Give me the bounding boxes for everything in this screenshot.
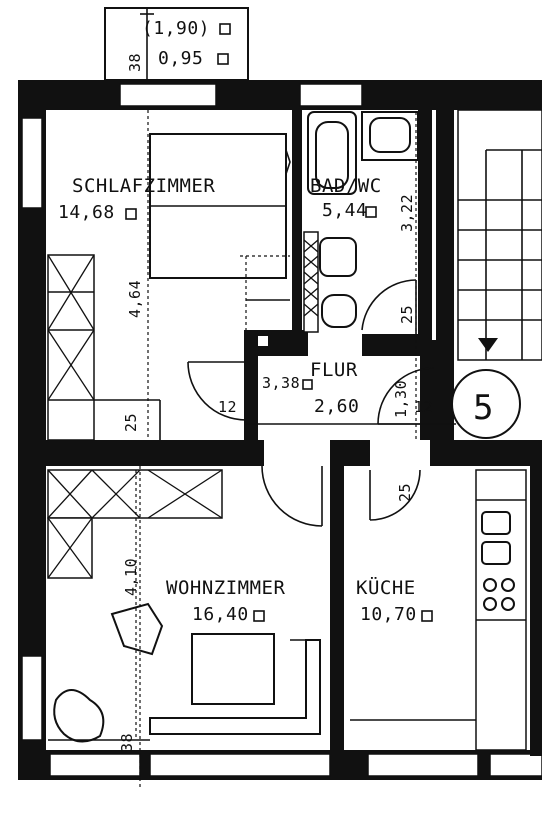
sqm-icon (302, 379, 313, 390)
sqm-icon (365, 206, 377, 218)
balcony-area-full: (1,90) (142, 18, 210, 39)
dim-living-bottom: 38 (118, 733, 136, 752)
flur-dim-left: 3,38 (262, 374, 300, 392)
room-area-bad-wc: 5,44 (322, 200, 367, 221)
exterior-walls (18, 80, 542, 780)
dim-bath-height: 3,22 (398, 194, 416, 232)
room-area-wohnzimmer: 16,40 (192, 604, 249, 625)
dimension-lines (139, 110, 456, 790)
hallway-doors (187, 361, 521, 527)
interior-walls (18, 80, 542, 756)
sqm-icon (253, 610, 265, 622)
sqm-icon (217, 53, 229, 65)
room-name-kueche: KÜCHE (356, 576, 416, 599)
room-name-wohnzimmer: WOHNZIMMER (166, 577, 285, 599)
room-name-flur: FLUR (310, 359, 358, 381)
dim-flur-right: 12 (414, 398, 433, 416)
dim-living-height: 4,10 (122, 558, 140, 596)
bedroom-furniture (47, 133, 291, 441)
kitchen-fixtures (350, 469, 527, 751)
dim-flur-height: 1,30 (392, 380, 410, 418)
sqm-icon (219, 23, 231, 35)
dim-bedroom-niche: 25 (122, 413, 140, 432)
dim-flur-left: 12 (218, 398, 237, 416)
room-area-flur: 2,60 (314, 396, 359, 417)
dim-kitchen-door: 25 (396, 483, 414, 502)
stairwell (457, 109, 542, 361)
dim-balcony-depth: 38 (126, 53, 144, 72)
sqm-icon (421, 610, 433, 622)
dim-bath-door: 25 (398, 305, 416, 324)
living-furniture (47, 469, 321, 743)
room-area-kueche: 10,70 (360, 604, 417, 625)
room-name-schlafzimmer: SCHLAFZIMMER (72, 175, 215, 197)
room-area-schlafzimmer: 14,68 (58, 202, 115, 223)
balcony-area-half: 0,95 (158, 48, 203, 69)
unit-number: 5 (473, 388, 494, 428)
room-name-bad-wc: BAD/WC (310, 175, 382, 197)
sqm-icon (125, 208, 137, 220)
dim-bedroom-height: 4,64 (126, 280, 144, 318)
bathroom-fixtures (303, 111, 419, 334)
